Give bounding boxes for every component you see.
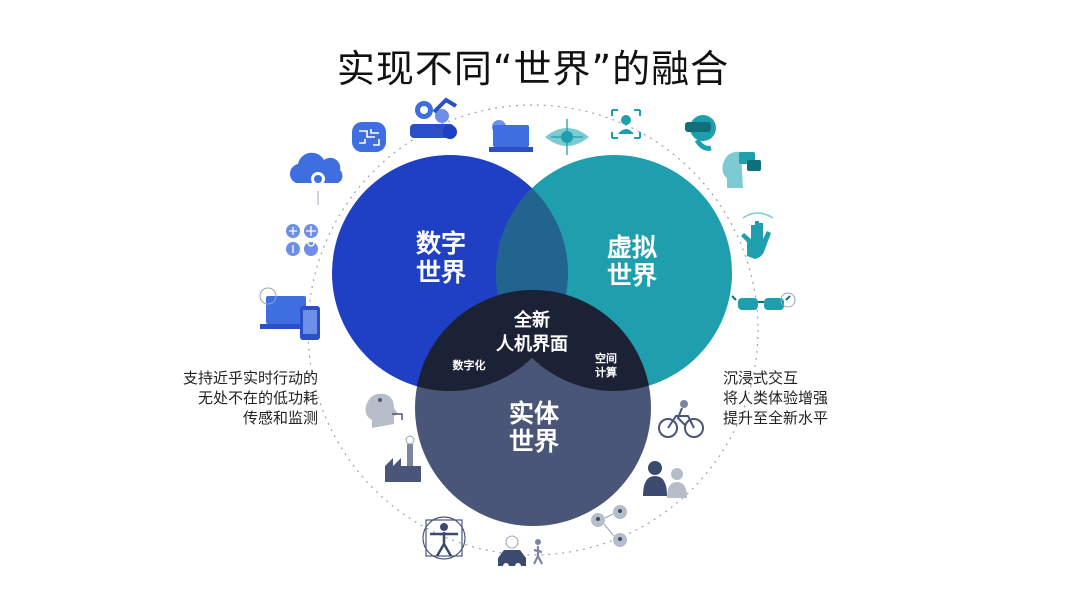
vr-headset-icon — [685, 115, 716, 151]
eye-target-icon — [545, 119, 589, 155]
center-label-2: 人机界面 — [496, 334, 568, 355]
head-signal-icon — [365, 393, 403, 428]
brain-chip-icon — [352, 122, 386, 152]
left-line-1: 支持近乎实时行动的 — [182, 369, 318, 387]
hand-gesture-icon — [741, 212, 774, 259]
cyclist-icon — [658, 400, 704, 438]
virtual-physical-overlap — [496, 290, 651, 391]
couple-icon — [643, 461, 687, 498]
person-laptop-icon — [489, 120, 533, 152]
right-line-1: 沉浸式交互 — [723, 369, 799, 387]
car-pedestrian-icon — [498, 535, 543, 569]
physical-label-1: 实体 — [509, 399, 560, 428]
virtual-label-2: 世界 — [607, 261, 657, 290]
laptop-phone-icon — [259, 287, 320, 340]
digital-label-1: 数字 — [416, 229, 466, 258]
ar-glasses-icon — [731, 292, 796, 310]
center-label-1: 全新 — [513, 309, 550, 331]
cloud-brain-icon — [289, 152, 343, 205]
right-line-2: 将人类体验增强 — [723, 389, 829, 407]
digital-label-2: 世界 — [416, 258, 466, 287]
outer-ring — [307, 104, 759, 556]
right-line-3: 提升至全新水平 — [723, 409, 829, 427]
people-network-icon — [591, 505, 627, 547]
left-description: 支持近乎实时行动的 无处不在的低功耗 传感和监测 — [183, 368, 318, 428]
left-line-3: 传感和监测 — [242, 409, 318, 427]
person-scan-icon — [611, 109, 641, 139]
virtual-label-1: 虚拟 — [607, 233, 657, 262]
left-line-2: 无处不在的低功耗 — [197, 389, 318, 407]
sensor-grid-icon — [286, 224, 318, 256]
spatial-label-2: 计算 — [595, 365, 617, 379]
page-title: 实现不同“世界”的融合 — [336, 47, 730, 91]
right-description: 沉浸式交互 将人类体验增强 提升至全新水平 — [723, 368, 828, 428]
digitization-label: 数字化 — [453, 358, 486, 372]
robot-gears-icon — [410, 97, 458, 139]
spatial-label-1: 空间 — [595, 351, 617, 365]
factory-icon — [385, 435, 421, 482]
head-chat-icon — [722, 151, 761, 188]
digital-physical-overlap — [415, 290, 568, 391]
vitruvian-man-icon — [422, 516, 466, 560]
physical-label-2: 世界 — [509, 427, 559, 456]
